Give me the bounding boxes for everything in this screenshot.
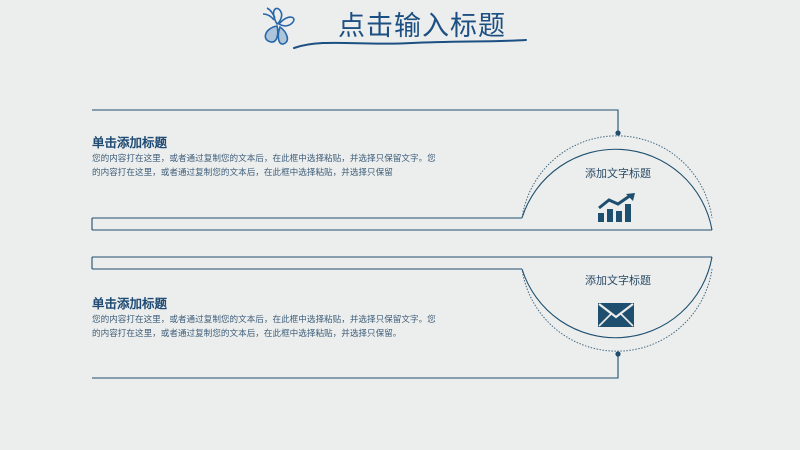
bar-chart-up-icon	[598, 193, 635, 222]
section-2-text: 单击添加标题 您的内容打在这里，或者通过复制您的文本后，在此框中选择粘贴，并选择…	[92, 293, 440, 341]
envelope-icon	[598, 303, 634, 327]
page-title: 点击输入标题	[338, 11, 506, 42]
section-1-body[interactable]: 您的内容打在这里，或者通过复制您的文本后，在此框中选择粘贴，并选择只保留文字。您…	[92, 154, 436, 178]
flower-logo-icon	[262, 7, 295, 45]
circle-1-label[interactable]: 添加文字标题	[585, 167, 651, 180]
section-1-title[interactable]: 单击添加标题	[92, 135, 168, 150]
circle-2-label[interactable]: 添加文字标题	[585, 274, 651, 287]
section-2-title[interactable]: 单击添加标题	[92, 296, 168, 311]
title-brush-underline	[293, 39, 527, 49]
section-2-body[interactable]: 您的内容打在这里，或者通过复制您的文本后，在此框中选择粘贴，并选择只保留文字。您…	[92, 315, 436, 339]
section-1-text: 单击添加标题 您的内容打在这里，或者通过复制您的文本后，在此框中选择粘贴，并选择…	[92, 132, 440, 180]
